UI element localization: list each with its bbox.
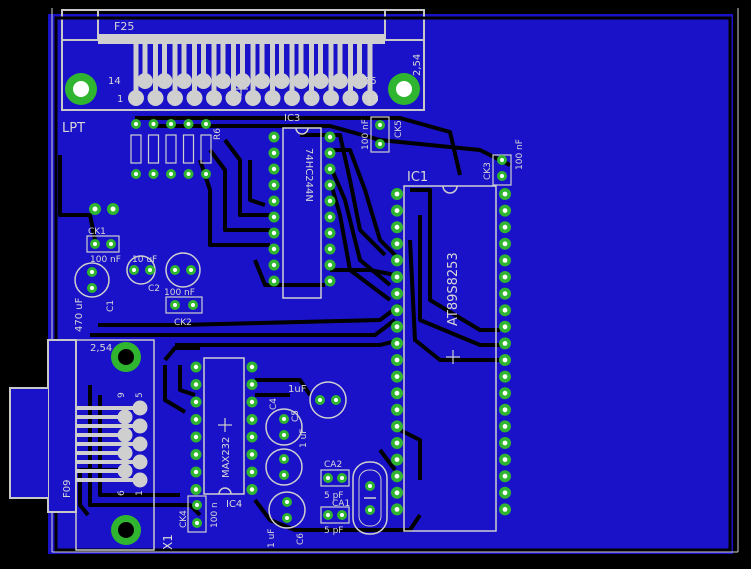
capacitor-c4 bbox=[265, 408, 303, 446]
lpt-ref-label: F25 bbox=[114, 20, 134, 33]
crystal-oscillator bbox=[352, 461, 388, 535]
lpt-pin14-label: 14 bbox=[108, 76, 121, 87]
ca2-capacitor bbox=[320, 469, 350, 487]
c2-value: 10 uF bbox=[132, 255, 157, 265]
ca2-label: CA2 bbox=[324, 460, 342, 470]
power-pads bbox=[89, 203, 119, 215]
ck3-capacitor bbox=[492, 154, 512, 186]
c1-value: 470 uF bbox=[74, 297, 85, 332]
db9-pin1-label: 1 bbox=[135, 490, 145, 496]
ck2-value: 100 nF bbox=[164, 288, 195, 298]
ca2-value: 5 pF bbox=[324, 491, 343, 501]
lpt-pin25-label: 25 bbox=[364, 76, 377, 87]
ic3-part-label: 74HC244N bbox=[303, 148, 314, 202]
ic3-ref-label: IC3 bbox=[284, 113, 300, 124]
ic4-max232-chip bbox=[190, 357, 258, 495]
c5-label: C5 bbox=[291, 410, 301, 422]
resistor-array-r6 bbox=[130, 119, 212, 179]
c1-label: C1 bbox=[106, 300, 116, 312]
ck3-value: 100 nF bbox=[515, 139, 525, 170]
c1-capacitor bbox=[74, 262, 110, 298]
hole-spacing-label-left: 2,54 bbox=[90, 343, 112, 354]
db9-pin5-label: 5 bbox=[135, 392, 145, 398]
ca1-value: 5 pF bbox=[324, 526, 343, 536]
ck4-label: CK4 bbox=[179, 510, 189, 528]
db9-pin9-label: 9 bbox=[117, 392, 127, 398]
r6-label: R6 bbox=[213, 128, 223, 140]
capacitor-c-top bbox=[309, 381, 347, 419]
capacitor-c6 bbox=[268, 491, 306, 529]
ck1-capacitor bbox=[86, 235, 120, 253]
ck5-label: CK5 bbox=[394, 120, 404, 138]
ck1-value: 100 nF bbox=[90, 255, 121, 265]
capacitor-c5 bbox=[265, 448, 303, 486]
hole-spacing-label-top: 2,54 bbox=[412, 54, 423, 76]
c2-label: C2 bbox=[148, 284, 160, 294]
max232-part-label: MAX232 bbox=[221, 437, 232, 478]
db9-pin6-label: 6 bbox=[117, 490, 127, 496]
ic1-ref-label: IC1 bbox=[407, 170, 428, 185]
ca1-capacitor bbox=[320, 506, 350, 524]
lpt-pin1-label: 1 bbox=[117, 94, 123, 105]
ic1-part-label: AT89S8253 bbox=[446, 252, 461, 326]
ca1-label: CA1 bbox=[332, 499, 350, 509]
lpt-name-label: LPT bbox=[62, 121, 85, 136]
ck5-value: 100 nF bbox=[361, 119, 371, 150]
ck1-label: CK1 bbox=[88, 227, 106, 237]
db9-ref-label: F09 bbox=[62, 480, 73, 498]
ck4-capacitor bbox=[187, 495, 207, 533]
ck2-capacitor bbox=[165, 296, 203, 314]
db9-connector bbox=[9, 339, 155, 551]
ic1-chip bbox=[391, 185, 511, 532]
lpt-connector bbox=[61, 9, 425, 111]
c2-capacitor bbox=[126, 252, 201, 288]
c4-label: C4 bbox=[269, 398, 279, 410]
ck5-capacitor bbox=[370, 116, 390, 153]
c6-value: 1 uF bbox=[267, 529, 277, 548]
ck2-label: CK2 bbox=[174, 318, 192, 328]
board-outline bbox=[51, 8, 739, 553]
ic4-ref-label: IC4 bbox=[226, 499, 242, 510]
c6-label: C6 bbox=[296, 533, 306, 545]
ic3-chip bbox=[268, 127, 336, 299]
c4-value: 1 uF bbox=[299, 429, 309, 448]
ck4-value: 100 n bbox=[210, 502, 220, 528]
x1-label: X1 bbox=[161, 534, 175, 550]
cap-top-value: 1uF bbox=[288, 384, 307, 395]
lpt-pin13-label: 13 bbox=[366, 94, 379, 105]
ck3-label: CK3 bbox=[483, 162, 493, 180]
